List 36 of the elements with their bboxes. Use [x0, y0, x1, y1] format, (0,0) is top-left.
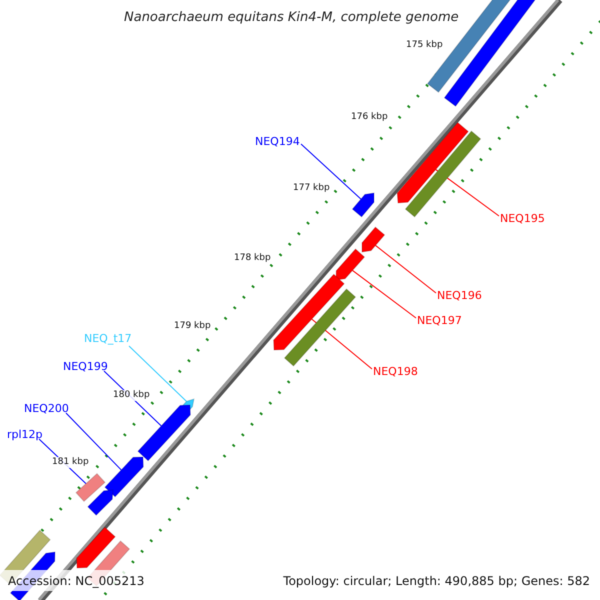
tick-label: 179 kbp [173, 321, 212, 332]
gene-label: NEQ198 [373, 366, 418, 377]
annotation-bar [404, 130, 482, 218]
gene-block [104, 456, 144, 498]
gene-label: NEQ_t17 [84, 333, 132, 344]
leader-line [375, 244, 436, 294]
tick-label: 181 kbp [51, 457, 90, 468]
gene-block [352, 192, 374, 218]
gene-label: NEQ199 [63, 361, 108, 372]
gene-block [76, 526, 116, 569]
tick-label: 176 kbp [350, 112, 389, 123]
accession-text: Accession: NC_005213 [8, 575, 144, 587]
gene-block [335, 248, 366, 281]
leader-line [128, 346, 187, 402]
gene-label: NEQ197 [417, 315, 462, 326]
tick-label: 175 kbp [405, 40, 444, 51]
title: Nanoarchaeum equitans Kin4-M, complete genome [124, 11, 459, 24]
leader-line [66, 412, 122, 470]
gene-block [87, 489, 114, 516]
gene-block [75, 472, 106, 502]
gene-block [362, 226, 386, 253]
tick-label: 178 kbp [233, 253, 272, 264]
leader-line [300, 144, 362, 200]
leader-line [352, 270, 416, 318]
tick-label: 177 kbp [292, 183, 331, 194]
gene-label: NEQ194 [255, 136, 300, 147]
gene-block [396, 122, 469, 204]
tick-label: 180 kbp [112, 390, 151, 401]
genome-info-text: Topology: circular; Length: 490,885 bp; Genes: 582 [283, 575, 590, 587]
gene-label: rpl12p [7, 429, 43, 440]
gene-block [273, 274, 345, 351]
annotation-bar [284, 288, 356, 367]
gene-block [137, 404, 191, 462]
gene-label: NEQ196 [437, 290, 482, 301]
gene-label: NEQ195 [500, 213, 545, 224]
gene-label: NEQ200 [24, 403, 69, 414]
